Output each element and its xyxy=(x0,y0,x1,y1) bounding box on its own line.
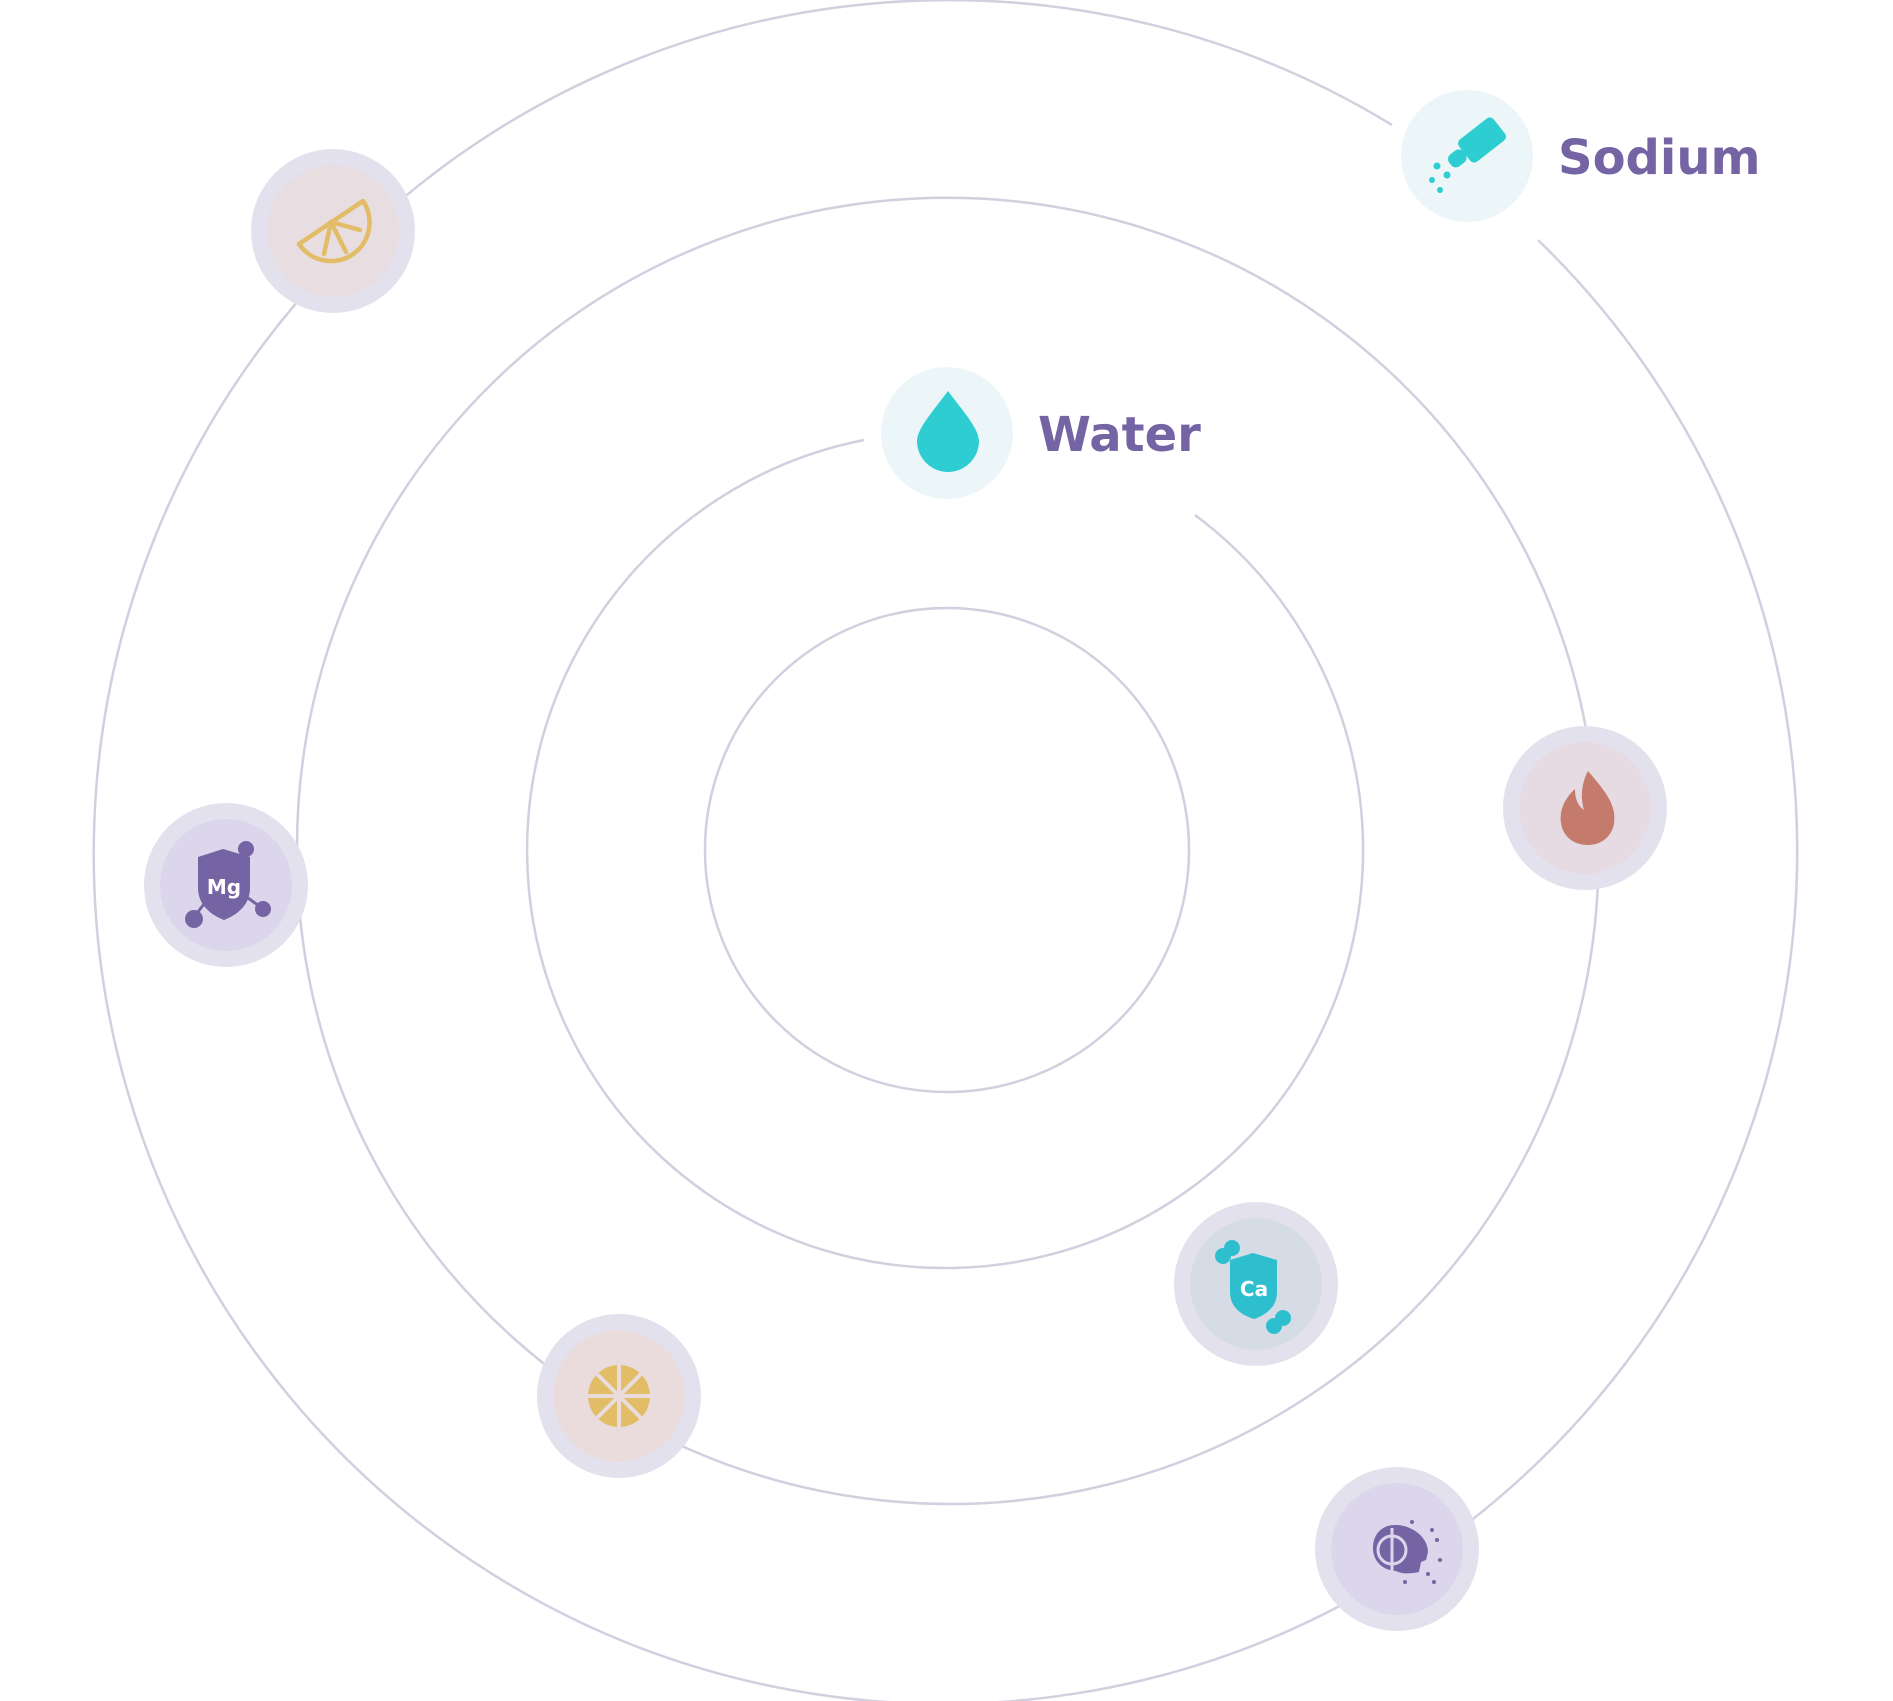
sodium-label: Sodium xyxy=(1558,130,1761,186)
flame-node[interactable] xyxy=(1503,726,1667,890)
citrus-slice-node[interactable] xyxy=(537,1314,701,1478)
calcium-bone-shield-icon: Ca xyxy=(1215,1240,1291,1334)
calcium-symbol: Ca xyxy=(1240,1277,1268,1301)
lemon-wedge-node[interactable] xyxy=(251,149,415,313)
citrus-slice-icon xyxy=(588,1365,650,1427)
water-node[interactable]: Water xyxy=(881,367,1201,499)
magnesium-shield-icon: Mg xyxy=(185,841,271,928)
salt-shaker-icon xyxy=(1429,117,1506,193)
lemon-wedge-icon xyxy=(296,198,372,264)
water-label: Water xyxy=(1038,407,1201,463)
orbit-ring-1 xyxy=(703,606,1191,1094)
water-drop-icon xyxy=(917,391,979,472)
magnesium-symbol: Mg xyxy=(207,875,241,899)
brain-head-icon xyxy=(1373,1520,1442,1584)
calcium-node[interactable]: Ca xyxy=(1174,1202,1338,1366)
orbit-ring-4 xyxy=(92,0,1799,1701)
flame-icon xyxy=(1560,771,1615,845)
orbit-ring-2 xyxy=(525,438,1365,1270)
brain-node[interactable] xyxy=(1315,1467,1479,1631)
orbit-ring-3 xyxy=(295,196,1600,1506)
sodium-node[interactable]: Sodium xyxy=(1401,90,1761,222)
magnesium-node[interactable]: Mg xyxy=(144,803,308,967)
